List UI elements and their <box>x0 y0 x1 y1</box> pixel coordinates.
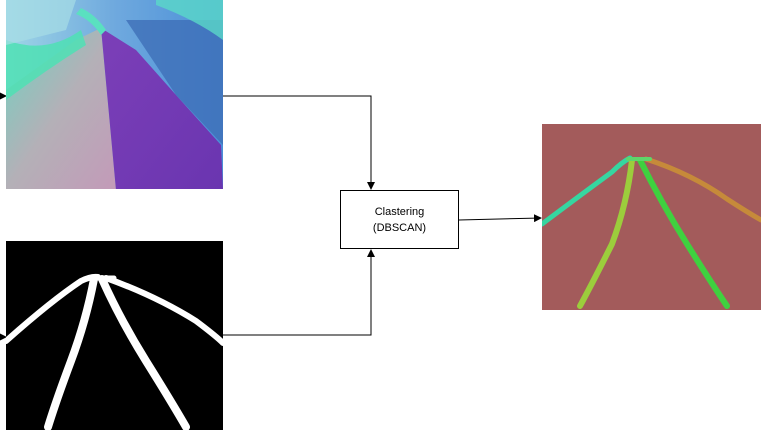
pixel-embedding-image <box>6 0 223 189</box>
dbscan-label: (DBSCAN) <box>372 221 427 234</box>
lane-teal <box>542 155 633 227</box>
clustering-box: Clastering (DBSCAN) <box>340 190 459 249</box>
lane-olive <box>577 157 635 309</box>
clustered-lanes-image <box>542 124 761 310</box>
embedding-to-clustering-arrow <box>223 95 375 190</box>
clustering-label: Clastering <box>374 205 425 218</box>
binary-mask-image <box>6 241 223 430</box>
lane-orange <box>643 156 761 223</box>
mask-to-clustering-arrow <box>223 249 375 336</box>
clustering-to-result-arrow <box>458 214 542 223</box>
lane-green <box>637 157 730 309</box>
